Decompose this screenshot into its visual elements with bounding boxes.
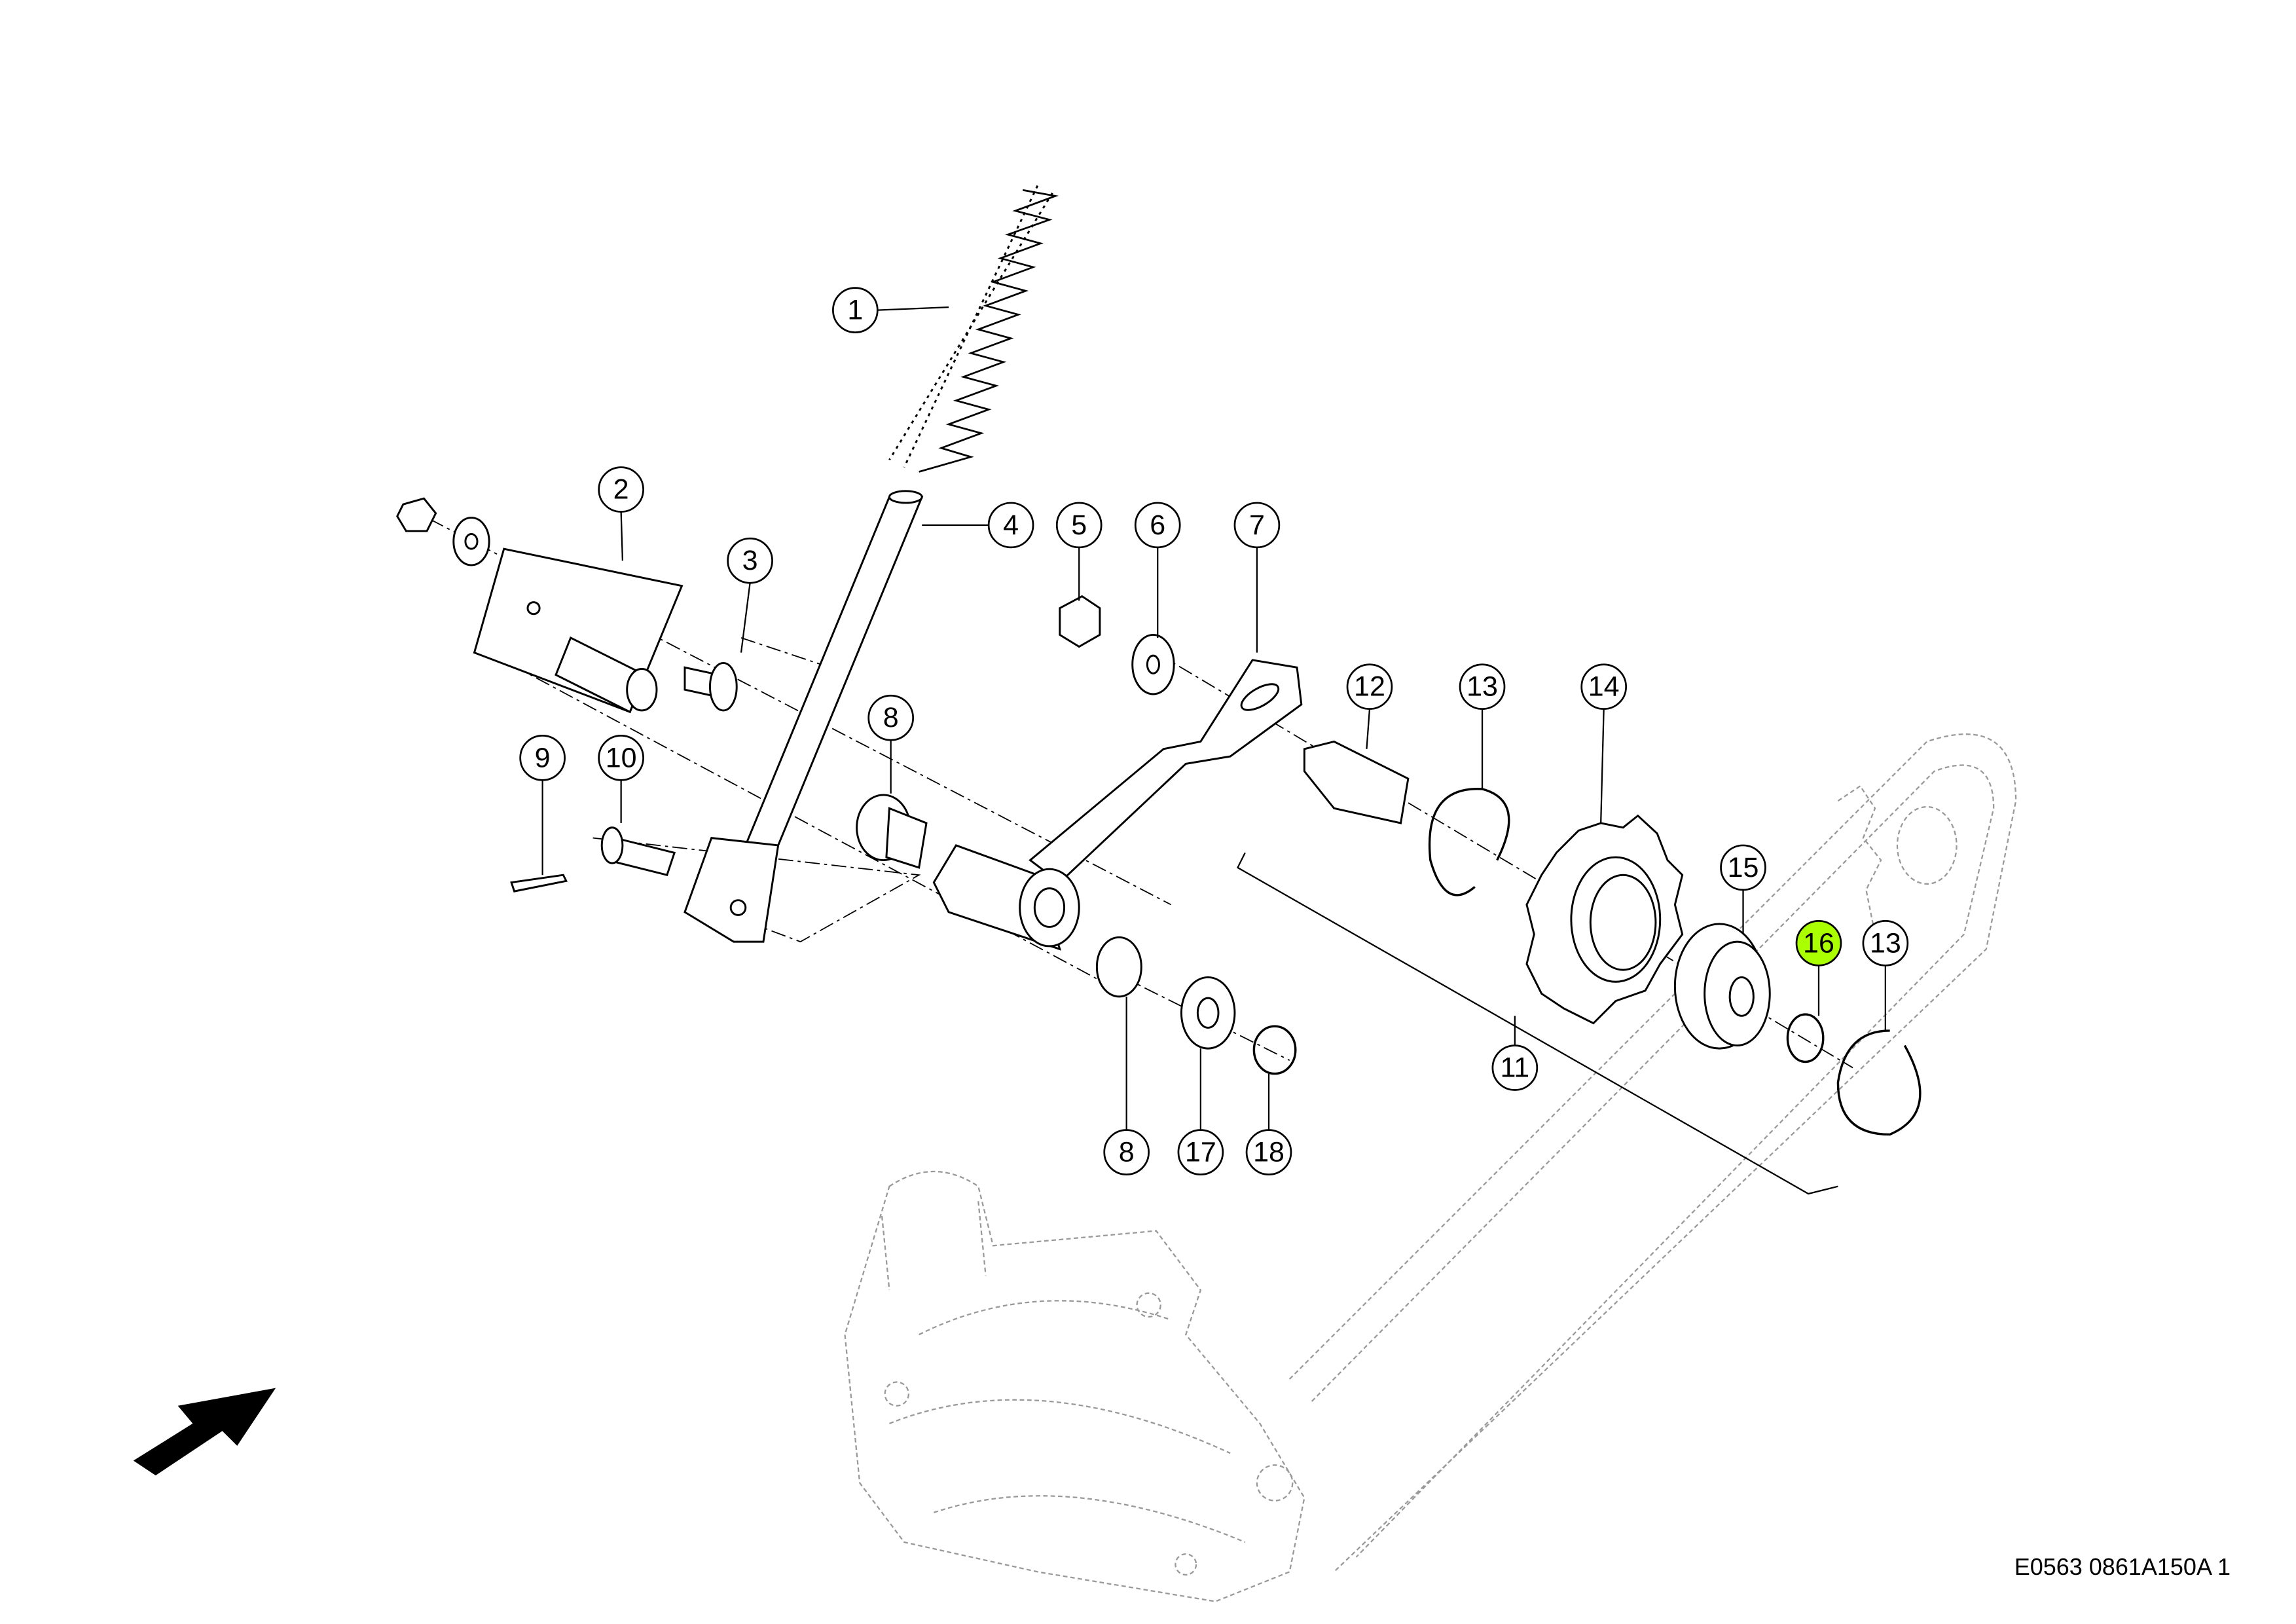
stud-part-12 xyxy=(1303,740,1410,824)
callout-6[interactable]: 6 xyxy=(1134,502,1181,549)
callout-13-lower[interactable]: 13 xyxy=(1862,920,1909,967)
callout-7[interactable]: 7 xyxy=(1233,502,1281,549)
svg-text:9: 9 xyxy=(535,742,551,773)
svg-text:13: 13 xyxy=(1467,671,1498,703)
callout-5[interactable]: 5 xyxy=(1055,502,1102,549)
callout-15[interactable]: 15 xyxy=(1720,844,1766,891)
svg-text:3: 3 xyxy=(742,545,758,576)
item-11-bracket xyxy=(1236,852,1838,1195)
callout-13-upper[interactable]: 13 xyxy=(1459,663,1506,710)
svg-text:4: 4 xyxy=(1003,509,1019,541)
bushing-part-8b xyxy=(1095,936,1142,998)
svg-text:2: 2 xyxy=(613,474,629,506)
reference-code: E0563 0861A150A 1 xyxy=(2014,1553,2231,1580)
parts xyxy=(396,185,1922,1136)
cotter-pin-part-9 xyxy=(510,874,568,893)
callout-18[interactable]: 18 xyxy=(1245,1129,1292,1175)
rod-part-4 xyxy=(744,496,924,847)
callout-16-highlighted[interactable]: 16 xyxy=(1795,920,1842,967)
spring-coils xyxy=(919,189,1059,473)
background-assembly xyxy=(844,733,2017,1602)
callout-8-upper[interactable]: 8 xyxy=(867,694,915,741)
callout-12[interactable]: 12 xyxy=(1346,663,1393,710)
svg-text:12: 12 xyxy=(1354,671,1385,703)
clevis xyxy=(683,837,780,943)
svg-text:8: 8 xyxy=(883,702,899,733)
svg-text:16: 16 xyxy=(1803,927,1834,959)
ring-part-16 xyxy=(1786,1013,1825,1063)
callout-17[interactable]: 17 xyxy=(1177,1129,1224,1175)
svg-text:11: 11 xyxy=(1501,1052,1530,1084)
svg-text:13: 13 xyxy=(1870,927,1901,959)
arrow-icon xyxy=(133,1388,276,1476)
svg-text:5: 5 xyxy=(1071,509,1087,541)
callout-4[interactable]: 4 xyxy=(987,502,1034,549)
svg-text:7: 7 xyxy=(1249,509,1265,541)
svg-text:17: 17 xyxy=(1185,1137,1216,1168)
svg-text:18: 18 xyxy=(1253,1137,1285,1168)
svg-text:10: 10 xyxy=(606,742,637,773)
callout-14[interactable]: 14 xyxy=(1580,663,1628,710)
svg-text:8: 8 xyxy=(1119,1137,1135,1168)
callout-8-lower[interactable]: 8 xyxy=(1103,1129,1150,1175)
circlip-part-18 xyxy=(1252,1025,1297,1075)
callout-2[interactable]: 2 xyxy=(598,466,644,513)
nut xyxy=(396,497,437,532)
lever-part-7 xyxy=(1029,659,1303,884)
nut-part-5 xyxy=(1059,595,1101,648)
svg-text:6: 6 xyxy=(1150,509,1165,541)
svg-text:14: 14 xyxy=(1588,671,1620,703)
svg-text:15: 15 xyxy=(1728,852,1759,883)
callout-10[interactable]: 10 xyxy=(598,735,644,781)
circlip-part-13a xyxy=(1428,788,1510,896)
callout-1[interactable]: 1 xyxy=(832,287,879,333)
callout-11[interactable]: 11 xyxy=(1491,1044,1539,1091)
leader-lines xyxy=(541,306,1886,1130)
callout-9[interactable]: 9 xyxy=(519,735,566,781)
circlip-part-13b xyxy=(1836,1029,1922,1136)
callout-3[interactable]: 3 xyxy=(727,537,773,584)
svg-text:1: 1 xyxy=(847,295,863,326)
